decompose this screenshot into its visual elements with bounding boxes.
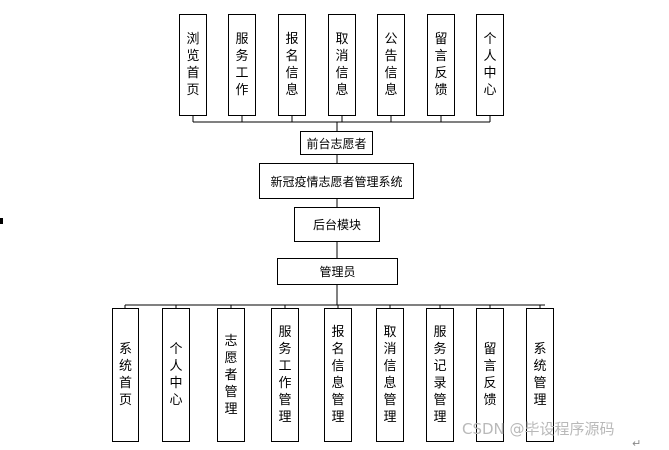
node-message-feedback-admin: 留言反馈 [476,308,504,442]
node-browse-home: 浏览首页 [179,14,207,116]
node-label: 系统管理 [533,342,547,408]
node-announcement-info: 公告信息 [377,14,405,116]
node-label: 个人中心 [169,342,183,408]
node-system-root: 新冠疫情志愿者管理系统 [259,163,414,199]
node-label: 新冠疫情志愿者管理系统 [270,174,403,189]
node-label: 个人中心 [483,32,497,98]
node-service-work-management: 服务工作管理 [271,308,299,442]
node-signup-management: 报名信息管理 [324,308,352,442]
node-label: 服务工作 [235,32,249,98]
watermark-text: CSDN @毕设程序源码 [462,420,615,438]
node-service-record-management: 服务记录管理 [426,308,454,442]
node-front-volunteer: 前台志愿者 [300,131,373,155]
node-label: 留言反馈 [434,32,448,98]
node-label: 后台模块 [312,218,361,232]
node-volunteer-management: 志愿者管理 [217,308,245,442]
node-label: 取消信息 [335,32,349,98]
node-label: 前台志愿者 [306,136,367,151]
node-label: 报名信息管理 [331,325,345,425]
node-label: 管理员 [319,265,356,279]
node-backend-module: 后台模块 [294,207,380,242]
node-personal-center: 个人中心 [476,14,504,116]
node-label: 服务工作管理 [278,325,292,425]
node-service-work: 服务工作 [228,14,256,116]
node-label: 取消信息管理 [383,325,397,425]
node-label: 留言反馈 [483,342,497,408]
node-admin: 管理员 [277,258,398,285]
node-label: 公告信息 [384,32,398,98]
node-cancel-info: 取消信息 [328,14,356,116]
node-label: 系统首页 [119,342,133,408]
node-cancel-management: 取消信息管理 [376,308,404,442]
node-label: 浏览首页 [186,32,200,98]
node-label: 志愿者管理 [224,333,238,417]
node-label: 报名信息 [285,32,299,98]
node-personal-center-admin: 个人中心 [162,308,190,442]
left-edge-mark [0,218,3,224]
node-message-feedback: 留言反馈 [427,14,455,116]
node-signup-info: 报名信息 [278,14,306,116]
node-system-home: 系统首页 [112,308,139,442]
node-system-management: 系统管理 [526,308,554,442]
paragraph-mark: ↵ [632,437,642,450]
node-label: 服务记录管理 [433,325,447,425]
